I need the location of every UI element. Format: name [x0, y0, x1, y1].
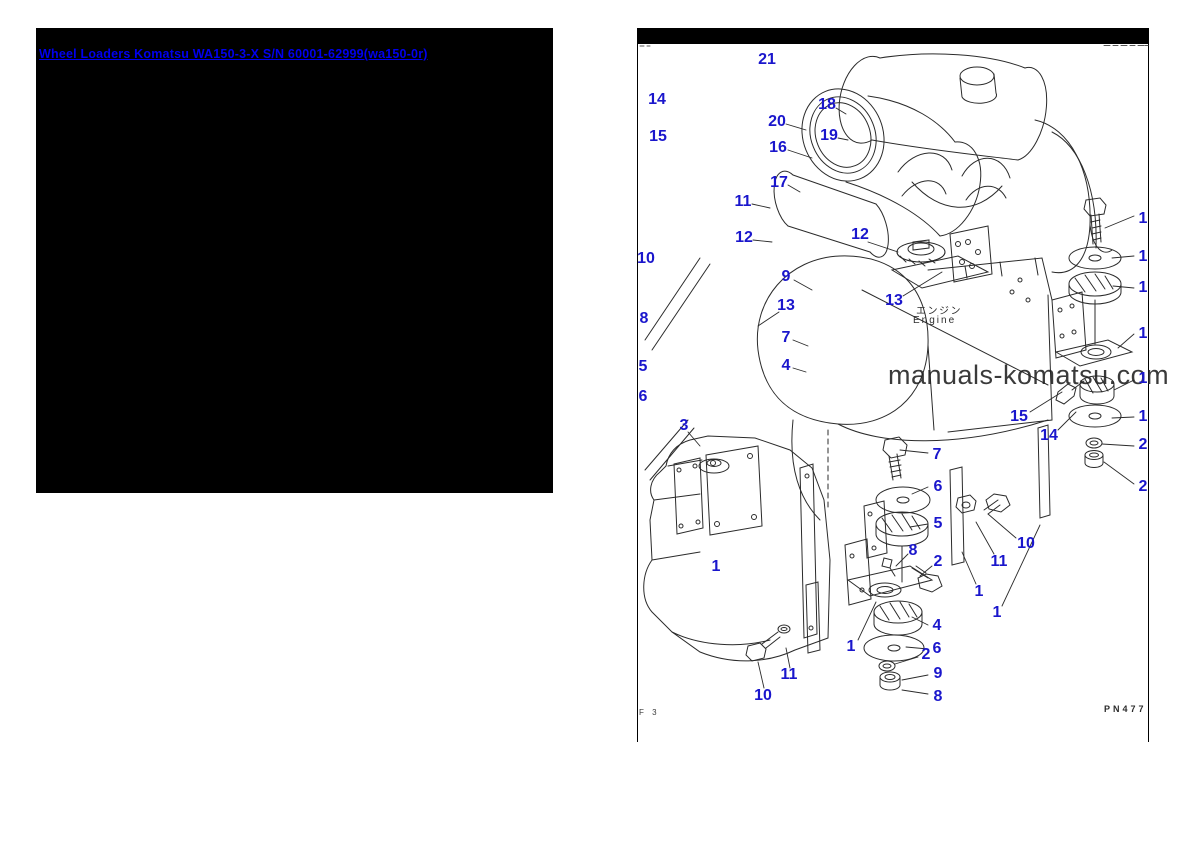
part-callout-1: 1 — [992, 604, 1002, 621]
part-callout-12: 12 — [851, 226, 869, 243]
part-callout-6: 6 — [638, 388, 648, 405]
part-callout-4: 4 — [932, 617, 942, 634]
part-callout-5: 5 — [933, 515, 943, 532]
part-callout-17: 17 — [770, 174, 788, 191]
part-callout-2: 2 — [1138, 436, 1148, 453]
part-callout-21: 21 — [758, 51, 776, 68]
part-callout-6: 6 — [933, 478, 943, 495]
model-breadcrumb-link[interactable]: Wheel Loaders Komatsu WA150-3-X S/N 6000… — [39, 47, 428, 61]
part-callout-11: 11 — [734, 193, 752, 210]
part-callout-6: 6 — [932, 640, 942, 657]
part-callout-10: 10 — [637, 250, 655, 267]
page-code: PN477 — [1104, 704, 1147, 714]
part-callout-14: 14 — [1040, 427, 1058, 444]
part-callout-1: 1 — [1138, 325, 1148, 342]
engine-label-japanese: エンジン — [916, 306, 962, 317]
part-callout-7: 7 — [781, 329, 791, 346]
part-callout-13: 13 — [885, 292, 903, 309]
part-callout-2: 2 — [1138, 478, 1148, 495]
figure-code: F 3 — [639, 708, 660, 717]
part-callout-11: 11 — [990, 553, 1008, 570]
part-callout-1: 1 — [1138, 408, 1148, 425]
part-callout-8: 8 — [908, 542, 918, 559]
part-callout-11: 11 — [780, 666, 798, 683]
part-callout-19: 19 — [820, 127, 838, 144]
part-callout-4: 4 — [781, 357, 791, 374]
part-callout-1: 1 — [1138, 279, 1148, 296]
part-callout-20: 20 — [768, 113, 786, 130]
part-callout-15: 15 — [649, 128, 667, 145]
part-callout-1: 1 — [711, 558, 721, 575]
part-callout-2: 2 — [933, 553, 943, 570]
part-callout-10: 10 — [1017, 535, 1035, 552]
part-callout-9: 9 — [933, 665, 943, 682]
part-callout-2: 2 — [921, 646, 931, 663]
part-callout-8: 8 — [933, 688, 943, 705]
part-callout-1: 1 — [974, 583, 984, 600]
part-callout-3: 3 — [679, 417, 689, 434]
part-callout-13: 13 — [777, 297, 795, 314]
left-content-panel: Wheel Loaders Komatsu WA150-3-X S/N 6000… — [36, 28, 553, 493]
part-callout-1: 1 — [1138, 210, 1148, 227]
part-callout-1: 1 — [1138, 370, 1148, 387]
part-callout-12: 12 — [735, 229, 753, 246]
part-callout-7: 7 — [932, 446, 942, 463]
part-callout-1: 1 — [1138, 248, 1148, 265]
diagram-header-bar — [636, 28, 1149, 44]
part-callout-8: 8 — [639, 310, 649, 327]
part-callout-5: 5 — [638, 358, 648, 375]
part-callout-15: 15 — [1010, 408, 1028, 425]
part-callout-10: 10 — [754, 687, 772, 704]
engine-label-english: Engine — [913, 315, 957, 326]
part-callout-16: 16 — [769, 139, 787, 156]
part-callout-9: 9 — [781, 268, 791, 285]
watermark-text: manuals-komatsu.com — [888, 360, 1170, 390]
part-callout-14: 14 — [648, 91, 666, 108]
part-callout-1: 1 — [846, 638, 856, 655]
part-callout-18: 18 — [818, 96, 836, 113]
